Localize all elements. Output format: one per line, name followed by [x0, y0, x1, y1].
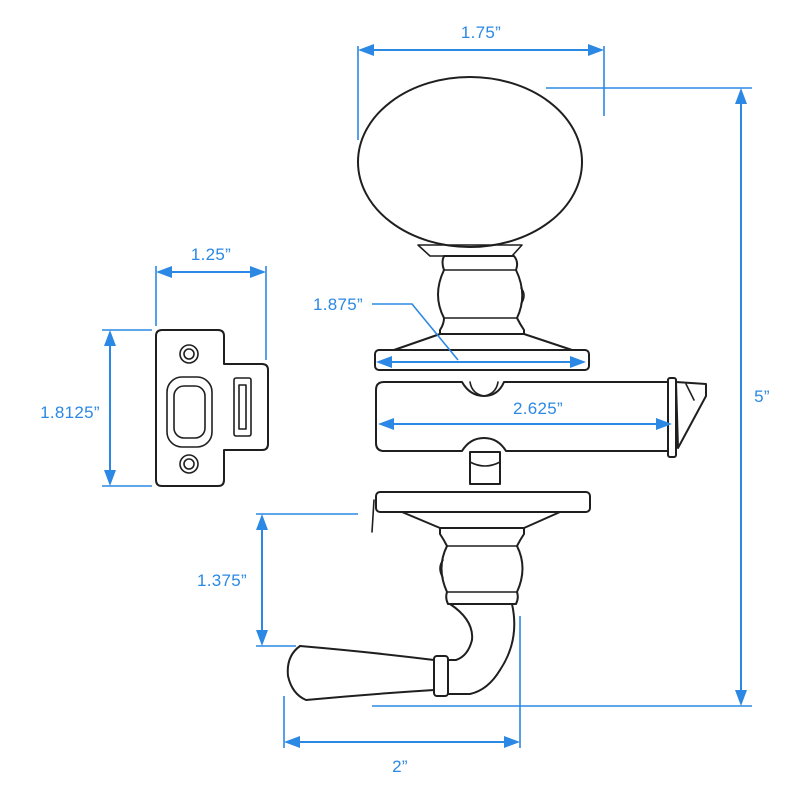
dim-label-overall-height: 5”	[754, 387, 770, 406]
dim-label-strike-height: 1.8125”	[40, 403, 100, 422]
lever-handle	[286, 603, 516, 701]
lower-neck	[439, 527, 525, 605]
dim-label-lever-projection: 1.375”	[197, 571, 247, 590]
upper-rosette	[374, 349, 590, 371]
dim-lever-projection	[256, 513, 358, 647]
dim-label-strike-width: 1.25”	[191, 245, 231, 264]
dim-rosette	[372, 303, 586, 368]
dim-knob-width	[357, 44, 605, 140]
dim-strike-width	[155, 266, 267, 360]
dim-overall-height	[372, 87, 752, 707]
latch	[375, 377, 707, 485]
dim-lever-length	[283, 616, 521, 748]
dim-latch-length	[378, 418, 672, 430]
dim-label-rosette: 1.875”	[313, 295, 363, 314]
dim-label-latch-length: 2.625”	[513, 399, 563, 418]
dim-label-lever-length: 2”	[392, 757, 408, 776]
door-knob	[357, 76, 583, 257]
dim-label-knob-width: 1.75”	[461, 23, 501, 42]
dim-strike-height	[102, 329, 152, 487]
lower-rosette	[371, 491, 591, 533]
strike-plate	[155, 329, 269, 487]
upper-neck	[393, 255, 573, 351]
